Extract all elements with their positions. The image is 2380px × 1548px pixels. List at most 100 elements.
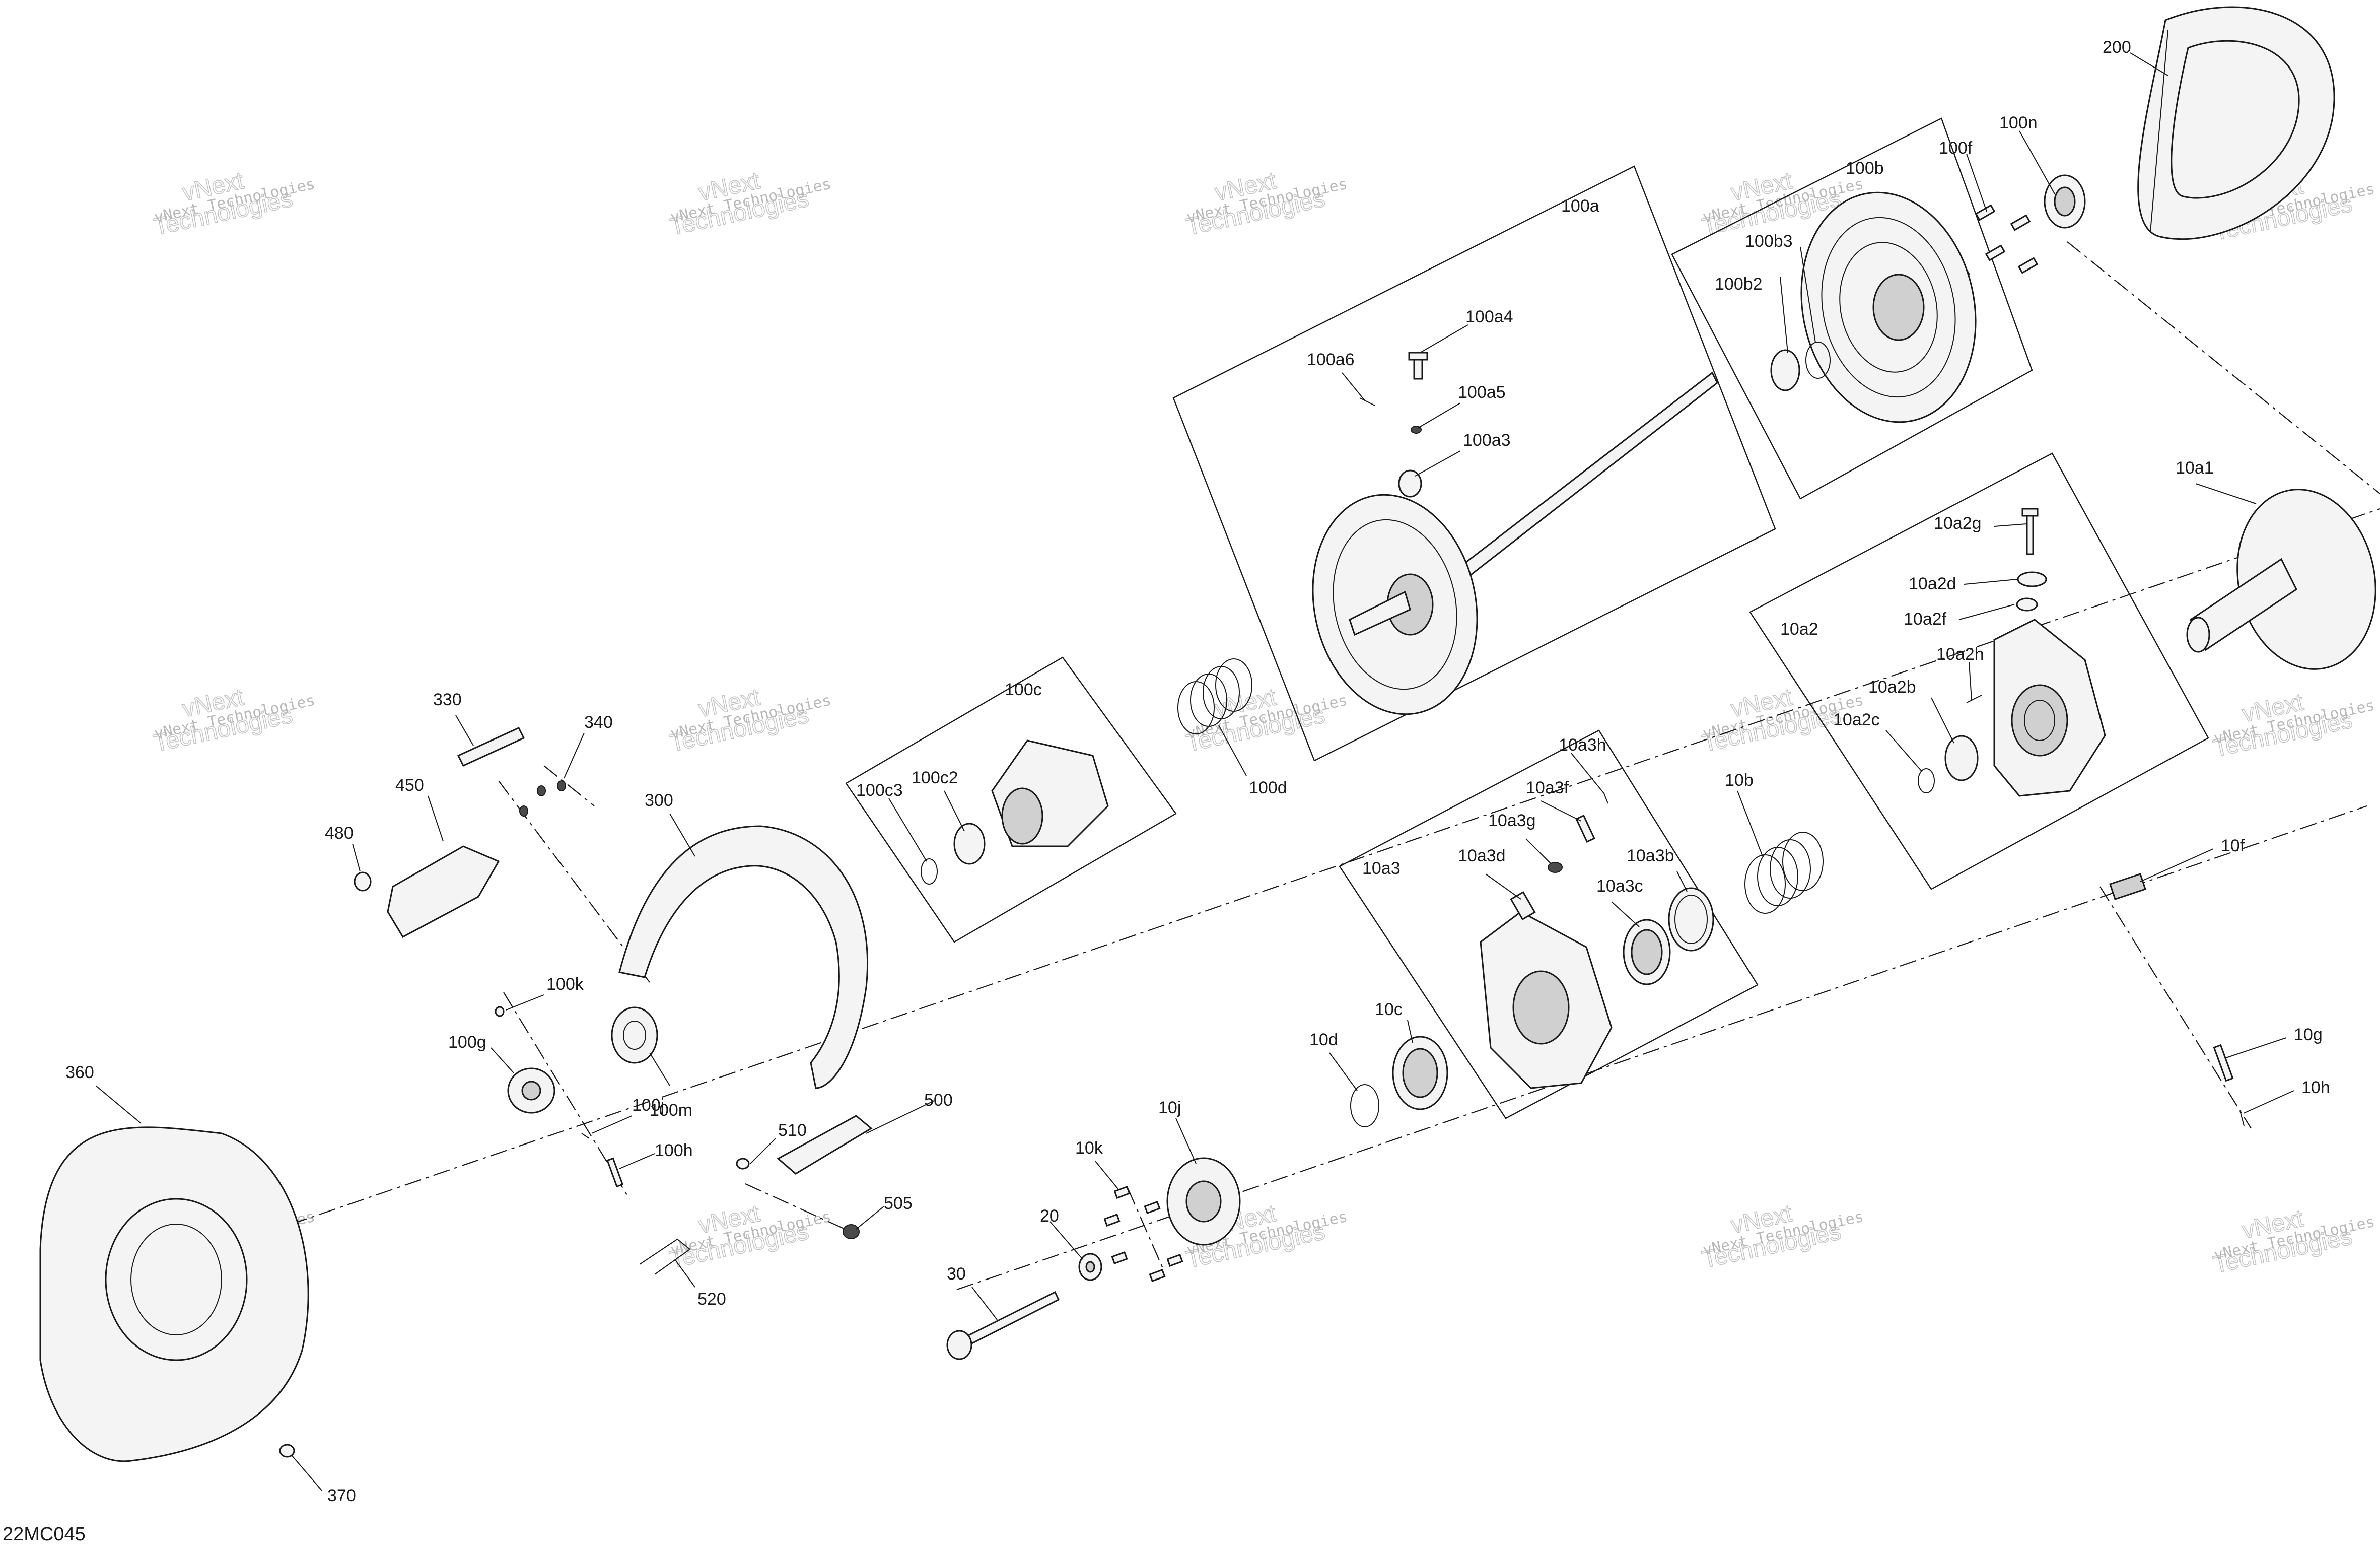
callout-100c3: 100c3 bbox=[856, 781, 903, 800]
callout-10b: 10b bbox=[1725, 771, 1754, 790]
drawing-code: 22MC045 bbox=[3, 1524, 86, 1545]
part-100c2-bushing bbox=[953, 823, 986, 865]
part-100d-spring bbox=[1177, 658, 1252, 734]
callout-10a3: 10a3 bbox=[1362, 859, 1401, 878]
part-200-drive-belt bbox=[2137, 6, 2335, 240]
callout-10a1: 10a1 bbox=[2176, 458, 2214, 478]
callout-10a3f: 10a3f bbox=[1526, 778, 1569, 797]
part-20-washer bbox=[1078, 1253, 1102, 1281]
callout-520: 520 bbox=[697, 1290, 726, 1309]
callout-100m: 100m bbox=[650, 1101, 692, 1120]
callout-100k: 100k bbox=[546, 975, 584, 994]
callout-10c: 10c bbox=[1375, 1000, 1403, 1019]
callout-10a2f: 10a2f bbox=[1904, 610, 1947, 629]
part-100a3-roller bbox=[1398, 469, 1422, 498]
part-10a3h-screw bbox=[1603, 793, 1608, 804]
part-100a4-screw bbox=[1408, 352, 1428, 380]
part-100b2-bushing bbox=[1770, 349, 1800, 391]
callout-10a3c: 10a3c bbox=[1596, 877, 1643, 896]
callout-20: 20 bbox=[1040, 1206, 1059, 1226]
part-500-bracket bbox=[777, 1115, 873, 1175]
part-330-bracket bbox=[457, 727, 525, 767]
part-10a3c-bearing bbox=[1623, 919, 1671, 985]
part-10a2c-ring bbox=[1918, 768, 1935, 793]
part-450-heat-shield bbox=[387, 845, 500, 938]
callout-labels: 200 100n 100f 100b 100b3 100b2 100a 100a… bbox=[65, 38, 2330, 1505]
assembly-box-100c bbox=[845, 656, 1177, 943]
callout-10d: 10d bbox=[1309, 1030, 1338, 1049]
part-340-nuts bbox=[519, 780, 566, 817]
part-100c-ramp bbox=[991, 739, 1109, 847]
callout-10h: 10h bbox=[2301, 1078, 2330, 1097]
part-360-housing bbox=[39, 1126, 309, 1462]
callout-10a3g: 10a3g bbox=[1488, 811, 1536, 830]
callout-330: 330 bbox=[433, 690, 462, 709]
part-30-bolt bbox=[946, 1291, 1060, 1360]
part-100b-fixed-sheave bbox=[1800, 191, 1977, 423]
part-10a3b-ring bbox=[1668, 887, 1714, 952]
part-100j-pin bbox=[581, 1133, 590, 1139]
callout-30: 30 bbox=[947, 1264, 966, 1284]
callout-10a3b: 10a3b bbox=[1627, 846, 1674, 865]
part-10a2g-screw bbox=[2021, 508, 2039, 555]
callout-340: 340 bbox=[584, 713, 613, 732]
part-10f-clip bbox=[2109, 873, 2146, 900]
part-510-screw bbox=[736, 1158, 750, 1170]
assembly-box-10a3 bbox=[1339, 729, 1759, 1119]
callout-10k: 10k bbox=[1075, 1138, 1103, 1158]
callout-100h: 100h bbox=[655, 1141, 693, 1160]
part-505-nut bbox=[843, 1224, 860, 1239]
callout-360: 360 bbox=[65, 1063, 94, 1082]
callout-100a3: 100a3 bbox=[1463, 431, 1511, 450]
part-10a2-spider bbox=[1993, 619, 2106, 797]
callout-370: 370 bbox=[327, 1486, 356, 1505]
part-10b-spring bbox=[1744, 832, 1824, 914]
part-10c-bearing bbox=[1392, 1036, 1448, 1110]
part-480-screw bbox=[354, 871, 372, 892]
callout-10a3h: 10a3h bbox=[1559, 735, 1606, 755]
callout-100j: 100j bbox=[632, 1096, 664, 1115]
callout-480: 480 bbox=[325, 824, 354, 843]
part-10a3-cover bbox=[1480, 911, 1613, 1089]
part-10a1-fixed-sheave bbox=[2186, 489, 2376, 670]
callout-10g: 10g bbox=[2294, 1025, 2323, 1044]
part-100k-nut bbox=[495, 1006, 505, 1017]
callout-100c2: 100c2 bbox=[912, 768, 958, 787]
part-10a2d-washer bbox=[2017, 571, 2047, 587]
part-100a6-pin bbox=[1359, 397, 1375, 406]
callout-10f: 10f bbox=[2221, 836, 2245, 855]
part-100g-nut bbox=[507, 1067, 555, 1114]
part-10a2f-washer bbox=[2016, 597, 2038, 612]
callout-510: 510 bbox=[778, 1121, 807, 1140]
part-10a3d-bushing bbox=[1510, 891, 1536, 920]
callout-100f: 100f bbox=[1939, 139, 1973, 158]
callout-10a2d: 10a2d bbox=[1909, 574, 1956, 593]
assembly-box-10a2 bbox=[1749, 452, 2209, 890]
callout-505: 505 bbox=[884, 1194, 913, 1213]
part-10a3f-pin bbox=[1575, 814, 1595, 843]
part-10a2b-bushing bbox=[1944, 735, 1979, 781]
callout-100a5: 100a5 bbox=[1458, 383, 1506, 402]
part-10j-hub bbox=[1166, 1157, 1241, 1246]
callout-10a2: 10a2 bbox=[1780, 620, 1818, 639]
callout-10a2g: 10a2g bbox=[1934, 514, 1982, 533]
callout-100a4: 100a4 bbox=[1465, 307, 1513, 326]
callout-10a3d: 10a3d bbox=[1458, 846, 1506, 865]
part-10g-pin bbox=[2213, 1044, 2234, 1082]
callout-450: 450 bbox=[395, 776, 424, 795]
callout-100a: 100a bbox=[1561, 196, 1599, 216]
part-520-clip bbox=[639, 1238, 691, 1275]
callout-100a6: 100a6 bbox=[1307, 350, 1355, 369]
callout-10a2c: 10a2c bbox=[1833, 710, 1880, 729]
assembly-box-100a bbox=[1172, 165, 1776, 762]
part-100m-washer bbox=[611, 1006, 658, 1064]
part-10k-screws bbox=[1103, 1186, 1183, 1282]
